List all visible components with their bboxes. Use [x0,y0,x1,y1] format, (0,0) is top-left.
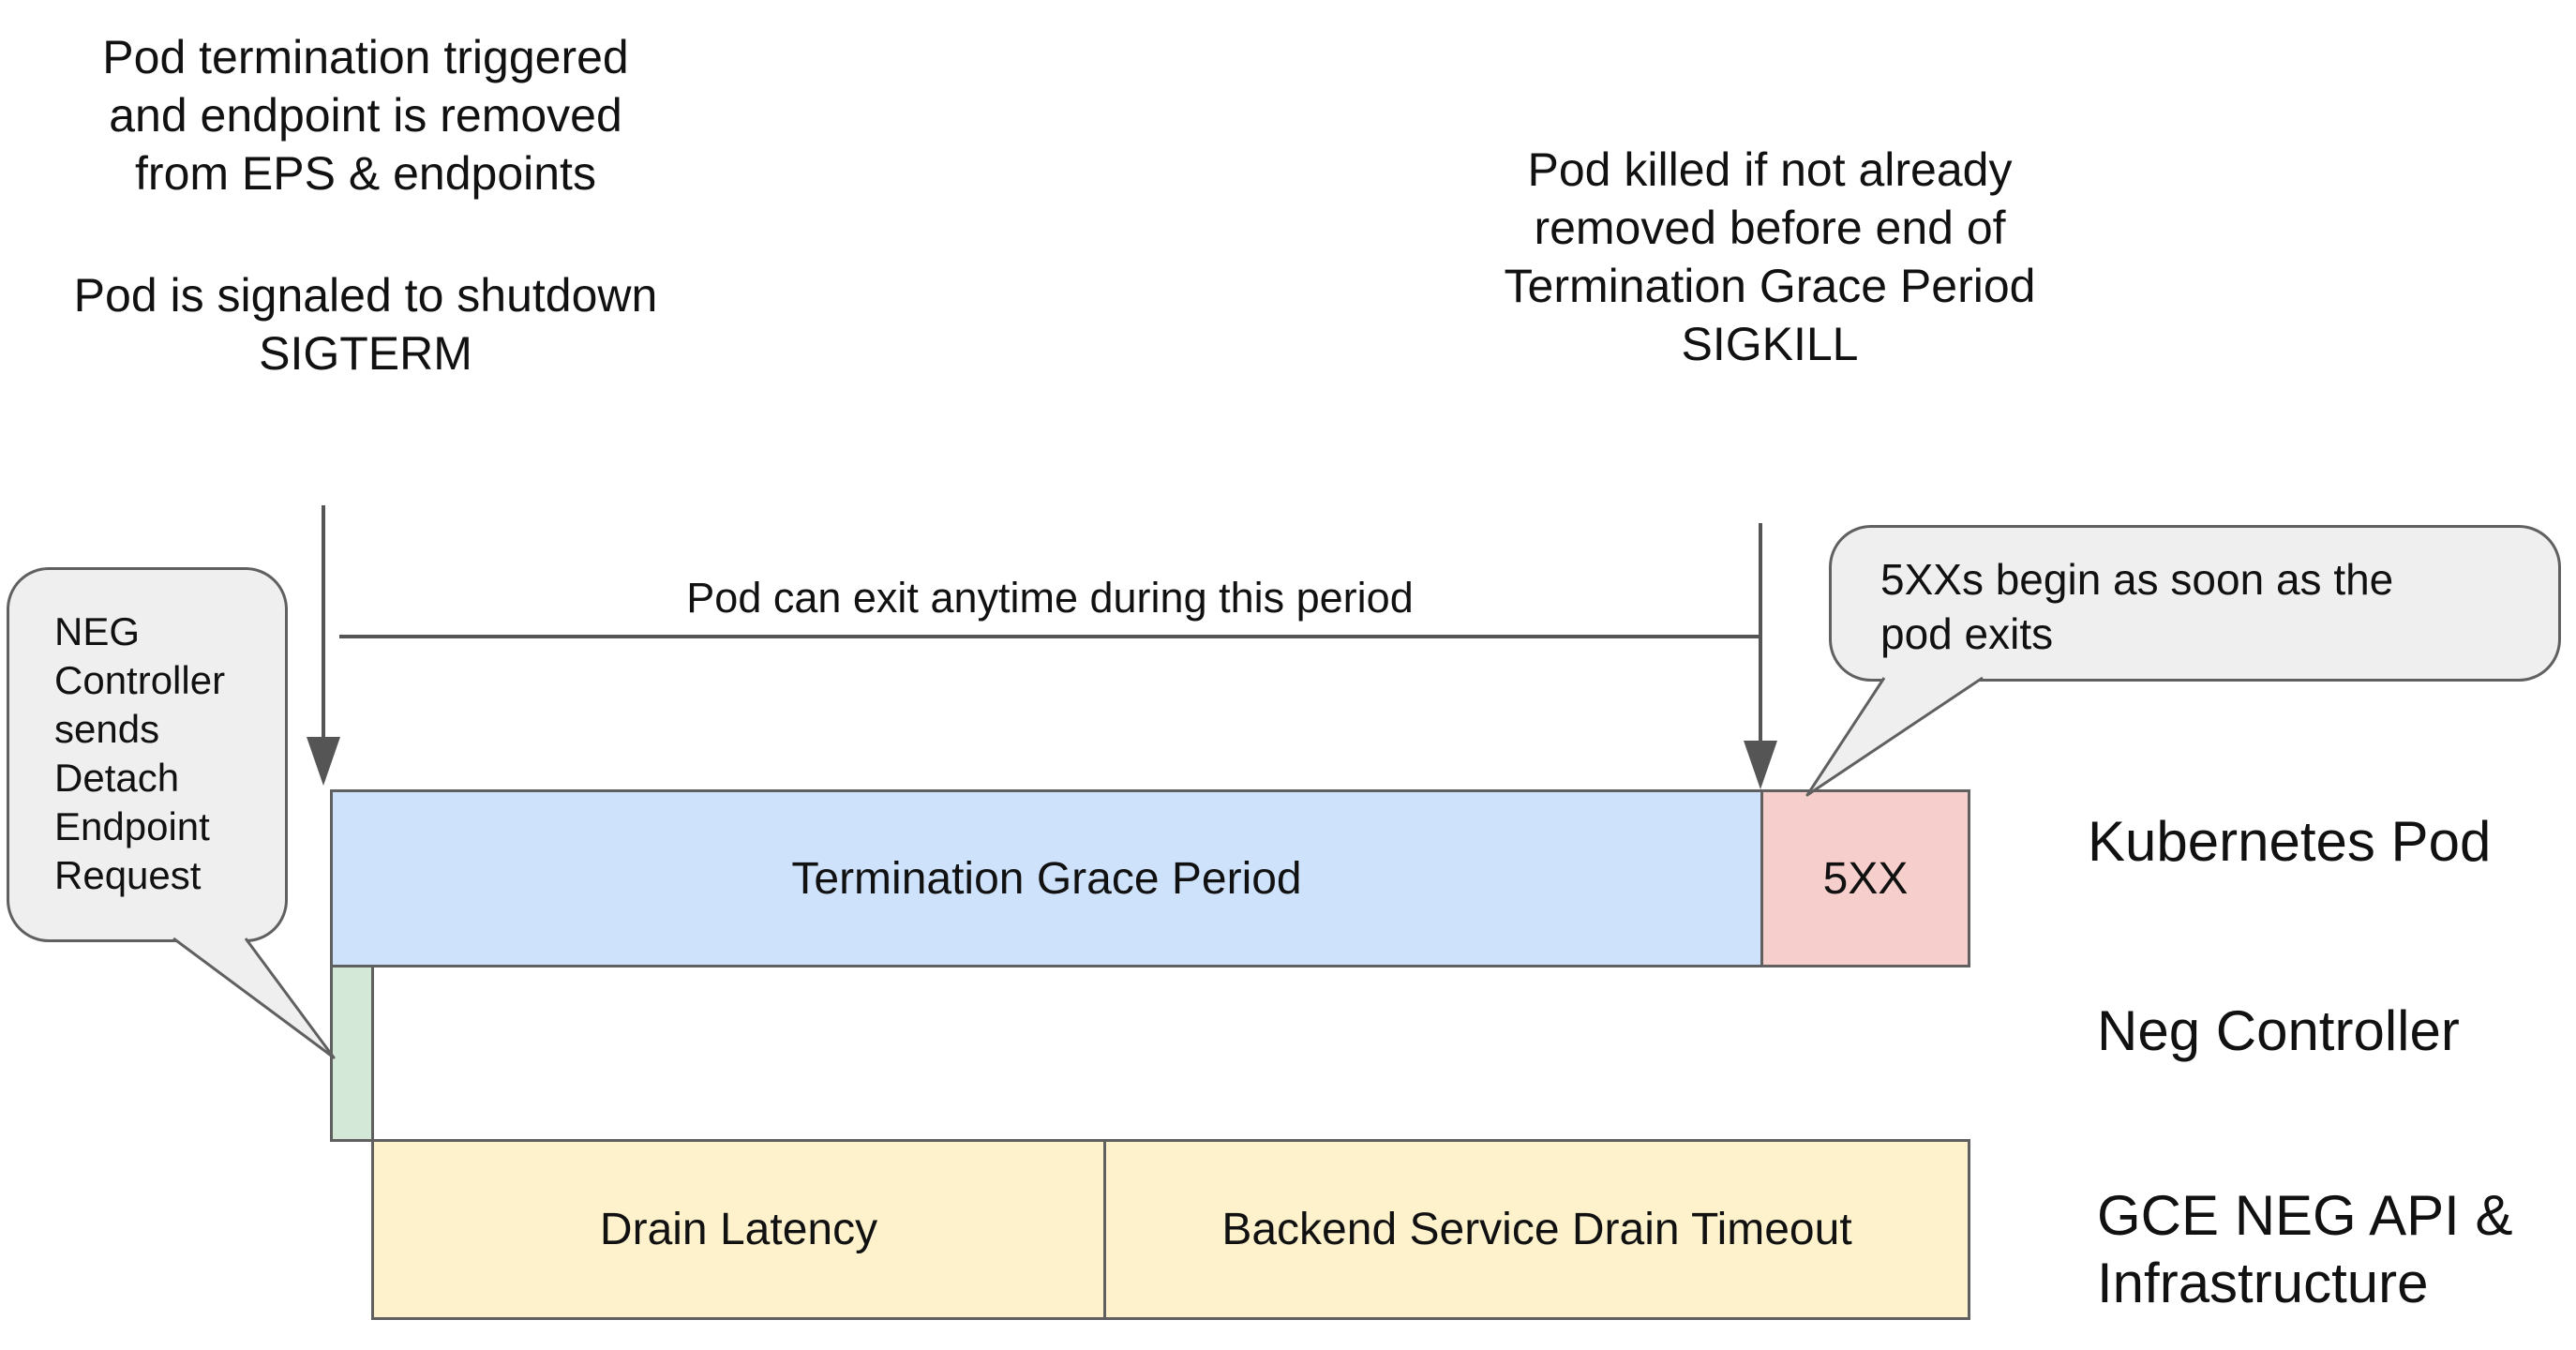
annotation-line: removed before end of [1534,202,2006,254]
annotation-pod-termination: Pod termination triggered and endpoint i… [37,28,694,202]
annotation-pod-killed: Pod killed if not already removed before… [1442,141,2098,373]
annotation-line: SIGKILL [1681,318,1859,370]
sigkill-arrow-icon [1744,741,1777,789]
grace-period-label: Termination Grace Period [791,853,1302,904]
row-label-kubernetes-pod: Kubernetes Pod [2088,810,2492,873]
row-label-gce-line2: Infrastructure [2097,1252,2429,1314]
row-label-neg-controller: Neg Controller [2097,999,2460,1062]
callout-tail-right [1805,676,1984,797]
error-5xx-bar: 5XX [1760,789,1970,968]
drain-timeout-label: Backend Service Drain Timeout [1221,1205,1852,1254]
callout-line: sends [54,707,160,751]
annotation-line: Termination Grace Period [1504,260,2036,312]
annotation-line: Pod killed if not already [1527,143,2013,196]
annotation-line: from EPS & endpoints [135,147,596,200]
callout-line: Detach [54,756,180,800]
row-label-gce-line1: GCE NEG API & [2097,1184,2513,1247]
sigterm-arrow-icon [307,737,340,786]
grace-period-bar: Termination Grace Period [330,789,1763,968]
drain-timeout-cell: Backend Service Drain Timeout [1106,1142,1968,1317]
callout-line: NEG [54,609,141,653]
callout-tail-left [172,937,336,1059]
annotation-line: Pod termination triggered [102,31,629,83]
annotation-line: and endpoint is removed [109,89,622,142]
callout-line: 5XXs begin as soon as the [1880,555,2394,604]
callout-line: Request [54,853,202,897]
drain-bar: Drain Latency Backend Service Drain Time… [371,1139,1970,1320]
annotation-line: SIGTERM [259,327,472,380]
callout-5xx: 5XXs begin as soon as the pod exits [1829,525,2561,682]
annotation-line: Pod is signaled to shutdown [73,269,658,322]
detach-request-bar [330,965,374,1142]
period-note-label: Pod can exit anytime during this period [686,574,1414,622]
drain-latency-cell: Drain Latency [374,1142,1106,1317]
drain-latency-label: Drain Latency [599,1205,878,1254]
callout-line: Endpoint [54,804,210,848]
annotation-pod-signaled: Pod is signaled to shutdown SIGTERM [37,266,694,382]
row-label-gce: GCE NEG API & Infrastructure [2097,1182,2512,1317]
error-5xx-label: 5XX [1822,853,1909,904]
callout-line: Controller [54,658,226,702]
callout-neg-controller: NEG Controller sends Detach Endpoint Req… [7,567,288,942]
callout-line: pod exits [1880,609,2054,658]
